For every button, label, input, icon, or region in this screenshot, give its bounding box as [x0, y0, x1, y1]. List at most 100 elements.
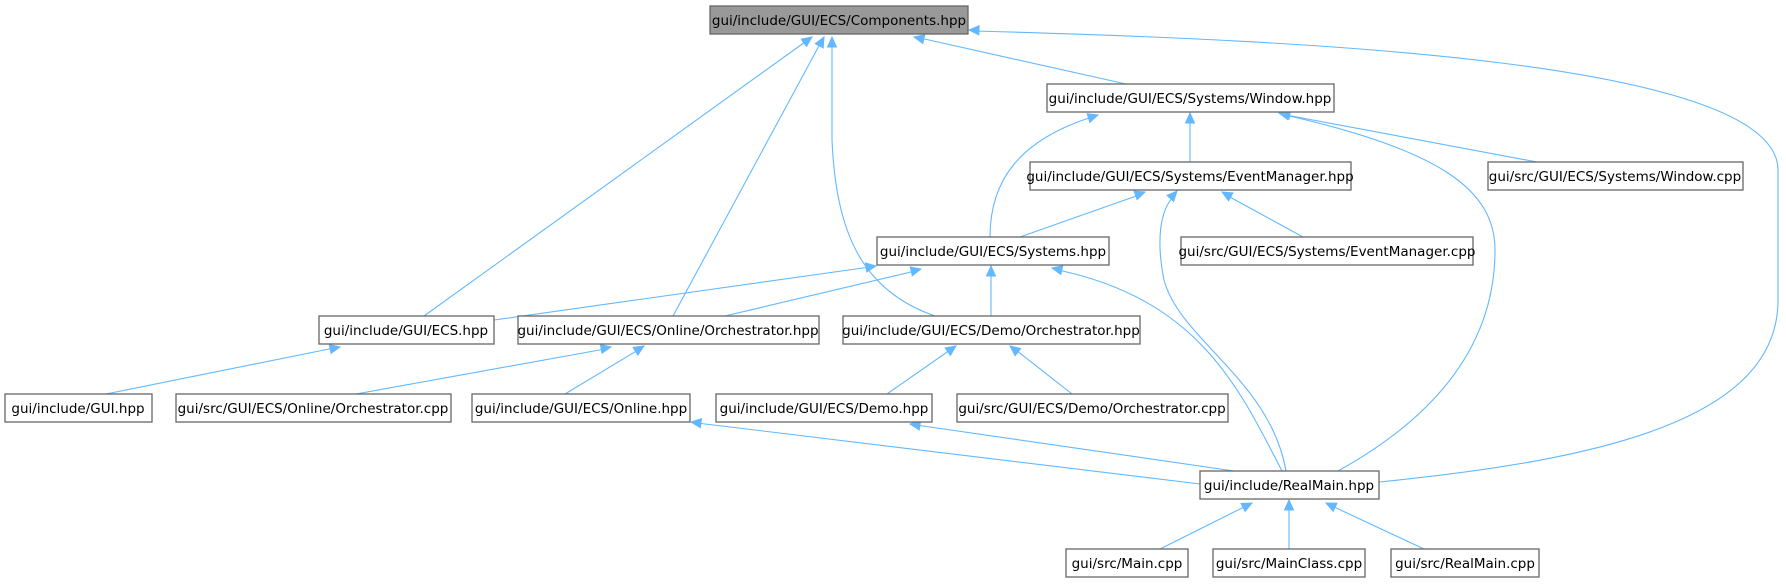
- node-demo-orchestrator-cpp[interactable]: gui/src/GUI/ECS/Demo/Orchestrator.cpp: [956, 393, 1229, 423]
- edge-demo_orch_hpp-to-components: [826, 35, 936, 317]
- arrowhead: [328, 343, 342, 355]
- arrowhead: [1009, 345, 1022, 357]
- node-label: gui/include/GUI/ECS.hpp: [324, 323, 488, 339]
- edge-online_orch_hpp-to-components: [672, 35, 825, 317]
- arrowhead: [1283, 498, 1295, 511]
- edge-eventmanager_hpp-to-window_hpp: [1184, 111, 1196, 162]
- node-realmain-hpp[interactable]: gui/include/RealMain.hpp: [1199, 470, 1380, 500]
- edge-line: [974, 30, 1779, 483]
- edge-window_cpp-to-window_hpp: [1278, 109, 1538, 163]
- node-systems-hpp[interactable]: gui/include/GUI/ECS/Systems.hpp: [876, 236, 1110, 266]
- edge-line: [105, 347, 335, 395]
- edge-line: [919, 37, 1127, 85]
- node-demo-orchestrator-hpp[interactable]: gui/include/GUI/ECS/Demo/Orchestrator.hp…: [842, 315, 1141, 345]
- edge-line: [1227, 195, 1304, 238]
- edge-line: [493, 266, 871, 321]
- arrowhead: [985, 264, 997, 277]
- node-realmain-cpp[interactable]: gui/src/RealMain.cpp: [1390, 548, 1540, 578]
- node-components-hpp[interactable]: gui/include/GUI/ECS/Components.hpp: [709, 5, 969, 35]
- edge-line: [831, 44, 936, 317]
- edge-realmain_hpp-to-online_hpp: [689, 418, 1201, 485]
- arrowhead: [912, 34, 926, 45]
- node-label: gui/src/GUI/ECS/Online/Orchestrator.cpp: [178, 401, 449, 417]
- node-label: gui/include/RealMain.hpp: [1204, 478, 1374, 494]
- edge-line: [1284, 114, 1496, 472]
- node-main-cpp[interactable]: gui/src/Main.cpp: [1065, 548, 1189, 578]
- edge-line: [1159, 195, 1287, 472]
- edge-line: [355, 348, 606, 395]
- arrowhead: [864, 262, 878, 273]
- edge-ecs_hpp-to-components: [423, 36, 813, 317]
- edge-realmain_hpp-to-components: [967, 25, 1779, 483]
- node-label: gui/include/GUI/ECS/Online.hpp: [475, 401, 687, 417]
- node-window-hpp[interactable]: gui/include/GUI/ECS/Systems/Window.hpp: [1046, 83, 1335, 113]
- node-demo-hpp[interactable]: gui/include/GUI/ECS/Demo.hpp: [715, 393, 933, 423]
- arrowhead: [814, 35, 825, 49]
- edge-mainclass_cpp-to-realmain_hpp: [1283, 498, 1295, 549]
- node-label: gui/src/GUI/ECS/Systems/EventManager.cpp: [1178, 244, 1475, 260]
- node-online-orchestrator-hpp[interactable]: gui/include/GUI/ECS/Online/Orchestrator.…: [517, 315, 820, 345]
- arrowhead: [1133, 190, 1147, 201]
- edge-systems_hpp-to-window_hpp: [989, 113, 1100, 238]
- edge-line: [696, 422, 1201, 485]
- node-label: gui/src/Main.cpp: [1072, 556, 1183, 572]
- arrowhead: [689, 418, 703, 429]
- edge-demo_orch_cpp-to-demo_orch_hpp: [1009, 345, 1073, 395]
- node-label: gui/src/GUI/ECS/Demo/Orchestrator.cpp: [958, 401, 1225, 417]
- arrowhead: [1050, 265, 1064, 276]
- edge-realmain_hpp-to-systems_hpp: [1050, 265, 1283, 472]
- edge-online_orch_cpp-to-online_orch_hpp: [355, 343, 613, 395]
- edge-main_cpp-to-realmain_hpp: [1159, 502, 1254, 550]
- node-window-cpp[interactable]: gui/src/GUI/ECS/Systems/Window.cpp: [1487, 161, 1744, 191]
- arrowhead: [967, 25, 980, 36]
- edge-line: [724, 270, 916, 317]
- edge-realmain_cpp-to-realmain_hpp: [1324, 502, 1425, 550]
- arrowhead: [1324, 502, 1338, 513]
- edge-ecs_hpp-to-systems_hpp: [493, 262, 878, 321]
- edge-eventmanager_cpp-to-eventmanager_hpp: [1220, 191, 1304, 238]
- node-label: gui/include/GUI/ECS/Online/Orchestrator.…: [517, 323, 818, 339]
- arrowhead: [632, 345, 646, 356]
- node-label: gui/include/GUI/ECS/Systems/EventManager…: [1026, 169, 1353, 185]
- edge-line: [423, 41, 806, 317]
- edge-line: [1331, 505, 1425, 550]
- node-label: gui/include/GUI/ECS/Systems.hpp: [880, 244, 1106, 260]
- node-mainclass-cpp[interactable]: gui/src/MainClass.cpp: [1212, 548, 1366, 578]
- edge-systems_hpp-to-eventmanager_hpp: [1019, 190, 1147, 238]
- node-label: gui/include/GUI/ECS/Demo/Orchestrator.hp…: [842, 323, 1140, 339]
- arrowhead: [599, 343, 613, 355]
- edge-realmain_hpp-to-eventmanager_hpp: [1159, 190, 1287, 472]
- node-eventmanager-cpp[interactable]: gui/src/GUI/ECS/Systems/EventManager.cpp: [1178, 236, 1476, 266]
- node-online-orchestrator-cpp[interactable]: gui/src/GUI/ECS/Online/Orchestrator.cpp: [175, 393, 452, 423]
- edge-line: [989, 116, 1093, 238]
- node-label: gui/src/GUI/ECS/Systems/Window.cpp: [1489, 169, 1741, 185]
- arrowhead: [1184, 111, 1196, 124]
- edge-gui_hpp-to-ecs_hpp: [105, 343, 342, 395]
- edge-realmain_hpp-to-demo_hpp: [908, 420, 1235, 472]
- arrowhead: [1166, 190, 1178, 203]
- edge-realmain_hpp-to-window_hpp: [1277, 110, 1496, 472]
- edge-window_hpp-to-components: [912, 34, 1127, 85]
- edge-line: [915, 424, 1235, 472]
- edge-line: [672, 43, 821, 317]
- node-label: gui/src/RealMain.cpp: [1395, 556, 1535, 572]
- node-eventmanager-hpp[interactable]: gui/include/GUI/ECS/Systems/EventManager…: [1026, 161, 1354, 191]
- arrowhead: [800, 36, 813, 48]
- node-label: gui/src/MainClass.cpp: [1216, 556, 1362, 572]
- edge-line: [1019, 194, 1140, 238]
- arrowhead: [826, 35, 838, 48]
- node-gui-hpp[interactable]: gui/include/GUI.hpp: [4, 393, 153, 423]
- arrowhead: [1220, 191, 1234, 202]
- edge-demo_hpp-to-demo_orch_hpp: [886, 345, 958, 395]
- edge-line: [1057, 269, 1283, 472]
- node-label: gui/include/GUI/ECS/Components.hpp: [712, 13, 966, 29]
- arrowhead: [944, 345, 958, 357]
- node-label: gui/include/GUI/ECS/Systems/Window.hpp: [1049, 91, 1332, 107]
- node-label: gui/include/GUI/ECS/Demo.hpp: [720, 401, 929, 417]
- node-ecs-hpp[interactable]: gui/include/GUI/ECS.hpp: [318, 315, 495, 345]
- arrowhead: [909, 266, 923, 277]
- edges-layer: [105, 25, 1779, 550]
- edge-line: [1159, 505, 1247, 550]
- arrowhead: [1240, 502, 1254, 513]
- node-online-hpp[interactable]: gui/include/GUI/ECS/Online.hpp: [471, 393, 691, 423]
